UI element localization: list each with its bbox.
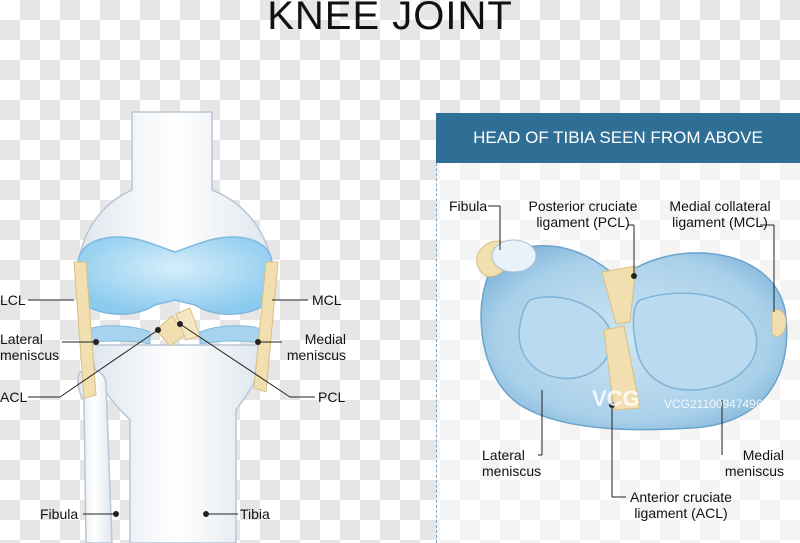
mcl-ligament — [253, 261, 279, 393]
panel-label-medial-meniscus: Medial meniscus — [724, 447, 784, 479]
mcl-top — [771, 309, 787, 337]
medial-meniscus-top — [632, 292, 758, 391]
panel-leader-lines — [488, 205, 775, 498]
panel-heading: HEAD OF TIBIA SEEN FROM ABOVE — [436, 113, 800, 163]
watermark-id: VCG211009474967 — [664, 397, 770, 411]
lcl-ligament — [73, 261, 97, 399]
acl-top — [603, 325, 641, 411]
label-tibia: Tibia — [240, 506, 270, 522]
label-medial-meniscus: Medial meniscus — [286, 331, 346, 363]
diagram-title: KNEE JOINT — [267, 0, 513, 38]
panel-label-lateral-meniscus: Lateral meniscus — [482, 447, 542, 479]
watermark-logo: VCG — [592, 386, 640, 411]
label-lateral-meniscus: Lateral meniscus — [0, 331, 60, 363]
panel-label-mcl: Medial collateral ligament (MCL) — [669, 198, 771, 230]
label-fibula: Fibula — [40, 506, 79, 522]
pcl-top — [601, 265, 637, 325]
label-lcl: LCL — [0, 292, 26, 308]
left-leader-lines — [28, 299, 315, 517]
femoral-cartilage — [77, 236, 273, 315]
panel-label-pcl: Posterior cruciate ligament (PCL) — [528, 198, 638, 230]
fibula-cap-top — [491, 239, 537, 273]
panel-label-acl: Anterior cruciate ligament (ACL) — [630, 489, 732, 521]
label-acl: ACL — [0, 389, 28, 405]
pcl-ligament — [175, 307, 201, 341]
label-mcl: MCL — [312, 292, 342, 308]
lateral-meniscus-top — [518, 296, 613, 380]
panel-label-fibula: Fibula — [449, 198, 488, 214]
label-pcl: PCL — [318, 389, 346, 405]
